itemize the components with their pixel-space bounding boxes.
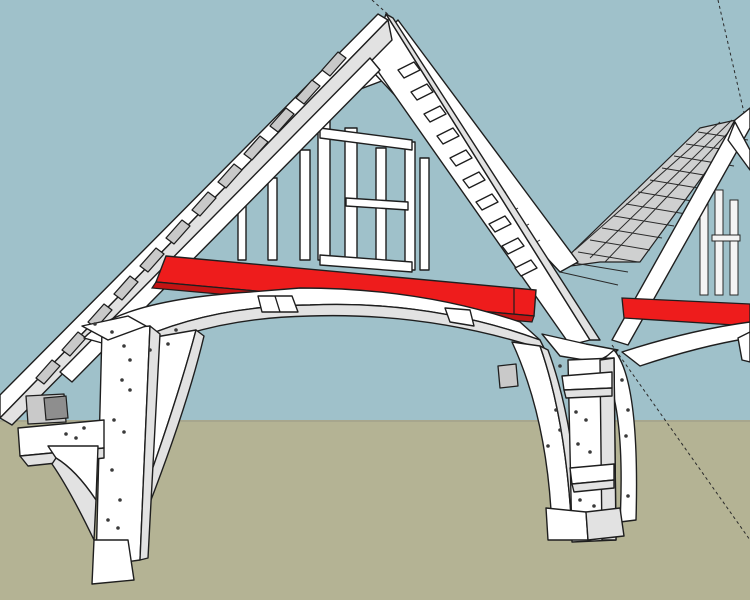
rear-tie-beam-highlight <box>621 297 750 327</box>
left-post-assembly <box>17 315 205 585</box>
rear-roof-section <box>555 107 750 367</box>
front-roof-frame <box>0 13 601 426</box>
center-post-assembly <box>497 333 638 543</box>
guide-lines <box>371 0 750 541</box>
arched-chord <box>83 287 546 361</box>
